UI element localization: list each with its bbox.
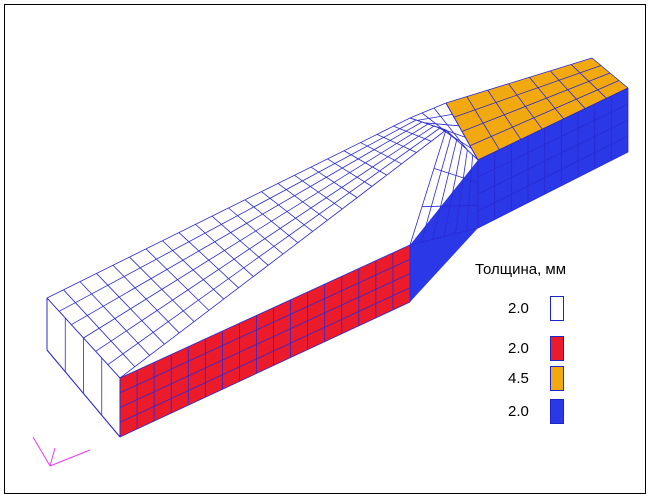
mesh-side-upper-v2 bbox=[477, 119, 629, 195]
mesh-model bbox=[32, 57, 629, 467]
legend-value-1: 2.0 bbox=[508, 300, 529, 317]
legend-item-1: 2.0 bbox=[500, 296, 580, 322]
mesh-front-red-v4 bbox=[119, 301, 411, 438]
legend-swatch-4 bbox=[550, 399, 564, 424]
mesh-side-upper-v0 bbox=[477, 87, 629, 161]
model-mesh-lines bbox=[46, 57, 629, 438]
legend-swatch-3 bbox=[550, 366, 564, 391]
legend-value-2: 2.0 bbox=[508, 340, 529, 357]
transition-top-white bbox=[410, 103, 478, 245]
side-wall-upper-blue bbox=[478, 88, 628, 228]
axis-line-2 bbox=[49, 447, 56, 467]
top-face-long bbox=[47, 118, 443, 378]
edge-bottom bbox=[46, 349, 121, 438]
axis-line-0 bbox=[32, 436, 51, 467]
mesh-top-transition-v3 bbox=[431, 124, 466, 138]
mesh-top-transition-v1 bbox=[417, 114, 453, 121]
mesh-front-red-v2 bbox=[119, 273, 411, 408]
mesh-wall-transition-v5 bbox=[466, 154, 474, 231]
legend-item-4: 2.0 bbox=[500, 399, 580, 425]
mesh-top-upper-v1 bbox=[453, 65, 602, 118]
mesh-top-long-v2 bbox=[71, 121, 423, 326]
mesh-front-red-v1 bbox=[119, 258, 411, 394]
mesh-top-upper-v2 bbox=[461, 72, 611, 132]
mesh-top-transition-v0 bbox=[409, 102, 447, 119]
mesh-front-red-v3 bbox=[119, 287, 411, 423]
axis-triad-icon bbox=[32, 436, 91, 467]
legend-value-4: 2.0 bbox=[508, 403, 529, 420]
axis-line-1 bbox=[49, 449, 91, 467]
mesh-top-transition-v2 bbox=[424, 122, 459, 127]
mesh-top-long-v0 bbox=[46, 117, 411, 299]
legend-value-3: 4.5 bbox=[508, 370, 529, 387]
mesh-top-long-v1 bbox=[58, 119, 417, 312]
mesh-top-upper-v0 bbox=[445, 57, 593, 104]
mesh-front-red-v0 bbox=[119, 244, 411, 379]
legend-item-3: 4.5 bbox=[500, 366, 580, 392]
mesh-side-upper-v4 bbox=[477, 151, 629, 229]
legend-swatch-1 bbox=[550, 296, 564, 321]
legend-title: Толщина, мм bbox=[475, 261, 567, 278]
mesh-wall-transition-v1 bbox=[420, 134, 452, 243]
mesh-wall-transition-v2 bbox=[432, 139, 458, 240]
mesh-wall-transition-v3 bbox=[443, 144, 463, 237]
mesh-top-upper-v3 bbox=[469, 80, 620, 147]
mesh-top-long-v4 bbox=[95, 125, 435, 352]
mesh-top-long-v5 bbox=[107, 127, 441, 365]
mesh-top-transition-u2 bbox=[433, 107, 468, 151]
legend-item-2: 2.0 bbox=[500, 336, 580, 362]
mesh-top-long-v3 bbox=[83, 123, 429, 339]
mesh-side-upper-v3 bbox=[477, 135, 629, 212]
mesh-side-upper-v1 bbox=[477, 103, 629, 178]
mesh-top-long-v6 bbox=[119, 129, 447, 379]
mesh-wall-transition-v0 bbox=[409, 129, 447, 246]
legend-swatch-2 bbox=[550, 336, 564, 361]
mesh-wall-transition-v4 bbox=[454, 149, 468, 234]
